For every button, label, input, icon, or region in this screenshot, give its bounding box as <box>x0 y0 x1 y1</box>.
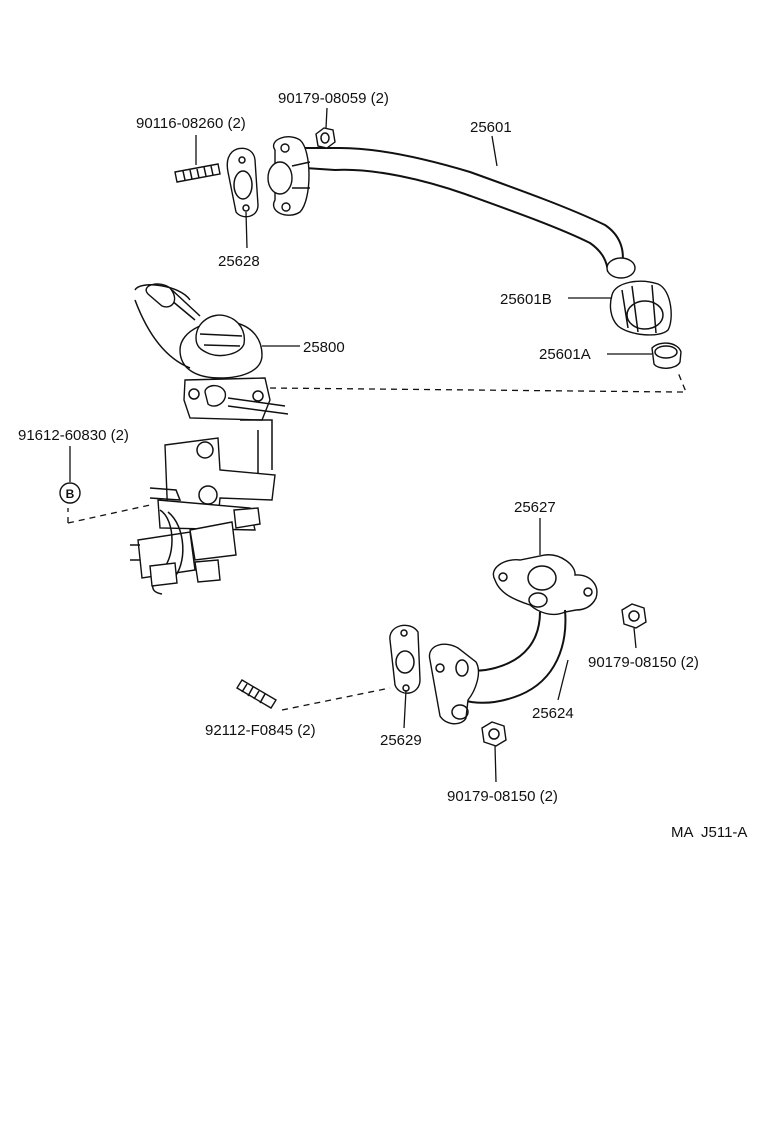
label-bolt-top: 90116-08260 (2) <box>136 115 246 132</box>
label-pipe-lower-body: 25624 <box>532 705 574 722</box>
label-stud: 92112-F0845 (2) <box>205 722 316 739</box>
nut-lower-bottom <box>481 721 507 747</box>
egr-valve <box>134 283 289 490</box>
egr-pipe-lower <box>428 554 598 725</box>
gasket-25601a <box>651 342 682 369</box>
label-pipe-lower: 25627 <box>514 499 556 516</box>
label-gasket-upper: 25628 <box>218 253 260 270</box>
gasket-upper <box>226 147 259 218</box>
label-nut-top: 90179-08059 (2) <box>278 90 389 107</box>
alignment-dashed-lines <box>67 369 687 711</box>
label-gasket-a: 25601A <box>539 346 591 363</box>
egr-pipe-upper <box>267 136 636 279</box>
leader-lines <box>69 107 652 783</box>
callout-b-letter: B <box>66 487 75 501</box>
nut-lower-right <box>621 603 647 629</box>
nut-upper <box>315 127 336 149</box>
label-egr-valve: 25800 <box>303 339 345 356</box>
label-pipe-upper: 25601 <box>470 119 512 136</box>
label-union-b: 25601B <box>500 291 552 308</box>
label-nut-bottom: 90179-08150 (2) <box>447 788 558 805</box>
label-bolt-b: 91612-60830 (2) <box>18 427 129 444</box>
gasket-lower <box>389 624 421 694</box>
callout-b: B <box>59 482 81 504</box>
bolt-upper <box>174 163 221 183</box>
label-nut-right: 90179-08150 (2) <box>588 654 699 671</box>
stud-lower <box>236 679 277 709</box>
vsv-bracket-assembly <box>130 437 276 595</box>
diagram-code: MA J511-A <box>671 824 747 841</box>
label-gasket-lower: 25629 <box>380 732 422 749</box>
union-25601b <box>609 280 672 336</box>
